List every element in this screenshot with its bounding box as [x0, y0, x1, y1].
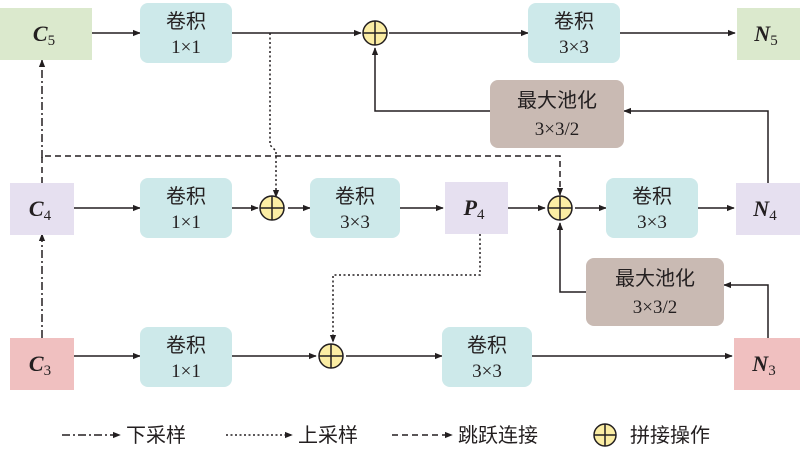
svg-text:N5: N5	[753, 21, 777, 49]
svg-text:3×3: 3×3	[559, 37, 589, 58]
conv-box-n4: 卷积 3×3	[606, 178, 698, 238]
svg-text:P4: P4	[463, 195, 485, 223]
legend: 下采样 上采样 跳跃连接 拼接操作	[62, 423, 710, 447]
concat-symbol-c3	[318, 343, 344, 369]
conv-box-c3: 卷积 1×1	[140, 327, 232, 387]
svg-text:卷积: 卷积	[467, 334, 507, 357]
node-p4: P4	[445, 182, 508, 234]
skip-c4-path	[41, 155, 564, 196]
svg-text:C5: C5	[33, 21, 55, 49]
svg-text:3×3: 3×3	[637, 212, 667, 233]
conv-box-c4: 卷积 1×1	[140, 178, 232, 238]
node-c4: C4	[10, 183, 74, 235]
n3-to-pool-bottom	[723, 281, 769, 338]
svg-text:3×3/2: 3×3/2	[633, 297, 678, 318]
svg-text:C4: C4	[29, 196, 52, 224]
node-c5: C5	[0, 8, 92, 60]
node-n5: N5	[737, 8, 800, 60]
conv-box-c5: 卷积 1×1	[140, 3, 232, 63]
upsample-p4-path	[329, 234, 481, 343]
upsample-c5-path	[269, 33, 280, 198]
svg-text:1×1: 1×1	[171, 37, 201, 58]
node-n4: N4	[736, 183, 800, 235]
conv-box-n5: 卷积 3×3	[528, 3, 620, 63]
node-c3: C3	[10, 338, 74, 390]
svg-text:3×3: 3×3	[340, 212, 370, 233]
legend-label-downsample: 下采样	[126, 424, 186, 447]
svg-text:3×3: 3×3	[472, 361, 502, 382]
svg-text:卷积: 卷积	[335, 185, 375, 208]
svg-text:N3: N3	[751, 351, 775, 379]
svg-text:N4: N4	[752, 196, 777, 224]
legend-item-skip: 跳跃连接	[392, 424, 538, 447]
node-n3: N3	[734, 338, 800, 390]
legend-item-downsample: 下采样	[62, 424, 186, 447]
svg-text:1×1: 1×1	[171, 361, 201, 382]
svg-text:最大池化: 最大池化	[615, 267, 695, 290]
svg-text:卷积: 卷积	[554, 10, 594, 33]
legend-item-upsample: 上采样	[226, 424, 358, 447]
svg-text:C3: C3	[29, 351, 51, 379]
pool-box-top: 最大池化 3×3/2	[490, 80, 624, 148]
concat-symbol-mid	[547, 195, 573, 221]
svg-text:卷积: 卷积	[632, 185, 672, 208]
pool-top-to-concat	[371, 47, 490, 112]
concat-symbol-c4	[259, 195, 285, 221]
concat-icon	[593, 423, 617, 447]
svg-text:卷积: 卷积	[166, 10, 206, 33]
n4-to-pool-top	[623, 107, 769, 183]
legend-label-concat: 拼接操作	[630, 424, 710, 447]
svg-text:卷积: 卷积	[166, 185, 206, 208]
svg-text:3×3/2: 3×3/2	[535, 119, 580, 140]
connections	[38, 29, 769, 360]
pool-bottom-to-concat	[556, 222, 586, 293]
svg-text:1×1: 1×1	[171, 212, 201, 233]
legend-label-upsample: 上采样	[298, 424, 358, 447]
concat-symbol-top	[362, 20, 388, 46]
conv-box-n3: 卷积 3×3	[442, 327, 532, 387]
svg-text:卷积: 卷积	[166, 334, 206, 357]
legend-label-skip: 跳跃连接	[458, 424, 538, 447]
pool-box-bottom: 最大池化 3×3/2	[586, 258, 724, 326]
conv-box-mid4: 卷积 3×3	[310, 178, 400, 238]
legend-item-concat: 拼接操作	[593, 423, 710, 447]
svg-text:最大池化: 最大池化	[517, 89, 597, 112]
